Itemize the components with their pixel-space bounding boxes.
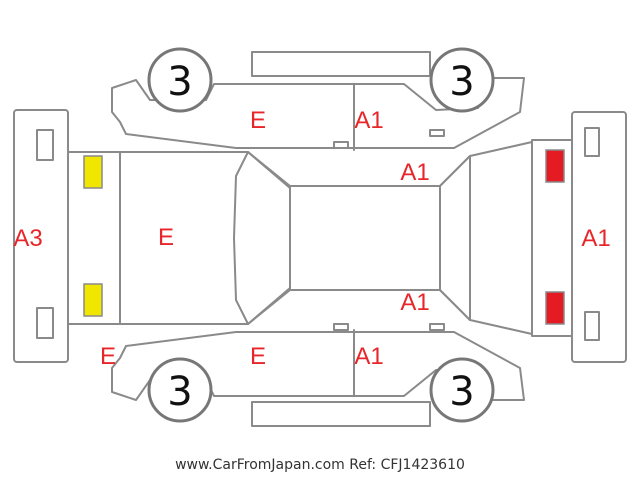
right-door-handle-rear: [429, 323, 445, 331]
code-right-rear-door: A1: [354, 343, 383, 370]
roof-panel: [289, 185, 441, 291]
windshield: [233, 151, 291, 325]
code-right-front-door: E: [250, 343, 266, 370]
tire-right-rear-label: 3: [449, 369, 474, 415]
code-left-rear-window: A1: [400, 159, 429, 186]
code-hood: E: [158, 224, 174, 251]
rear-bumper-vent-top: [584, 127, 600, 157]
code-rear-bumper: A1: [581, 225, 610, 252]
code-right-rear-window: A1: [400, 289, 429, 316]
tire-right-front-circle: [147, 357, 213, 423]
tire-left-rear: 3: [429, 47, 495, 113]
code-right-front-corner: E: [100, 343, 116, 370]
tire-right-rear: 3: [429, 357, 495, 423]
front-bumper-vent-bottom: [36, 307, 54, 339]
trunk-panel: [469, 141, 533, 335]
rear-bumper-vent-bottom: [584, 311, 600, 341]
taillight-bottom: [545, 291, 565, 325]
hood-panel: [119, 151, 249, 325]
tire-left-front-circle: [147, 47, 213, 113]
left-door-handle-rear: [429, 129, 445, 137]
rear-window: [439, 155, 471, 321]
taillight-top: [545, 149, 565, 183]
code-left-front-door: E: [250, 107, 266, 134]
left-door-handle-front: [333, 141, 349, 149]
right-side-sill: [251, 401, 431, 427]
footer-reference: www.CarFromJapan.com Ref: CFJ1423610: [175, 457, 465, 473]
tire-right-front: 3: [147, 357, 213, 423]
tire-left-front-label: 3: [167, 59, 192, 105]
tire-right-rear-circle: [429, 357, 495, 423]
tire-left-rear-label: 3: [449, 59, 474, 105]
headlight-top: [83, 155, 103, 189]
headlight-bottom: [83, 283, 103, 317]
tire-left-front: 3: [147, 47, 213, 113]
tire-right-front-label: 3: [167, 369, 192, 415]
right-door-handle-front: [333, 323, 349, 331]
code-left-rear-door: A1: [354, 107, 383, 134]
left-side-sill: [251, 51, 431, 77]
code-front-bumper: A3: [13, 225, 42, 252]
tire-left-rear-circle: [429, 47, 495, 113]
front-bumper-vent-top: [36, 129, 54, 161]
